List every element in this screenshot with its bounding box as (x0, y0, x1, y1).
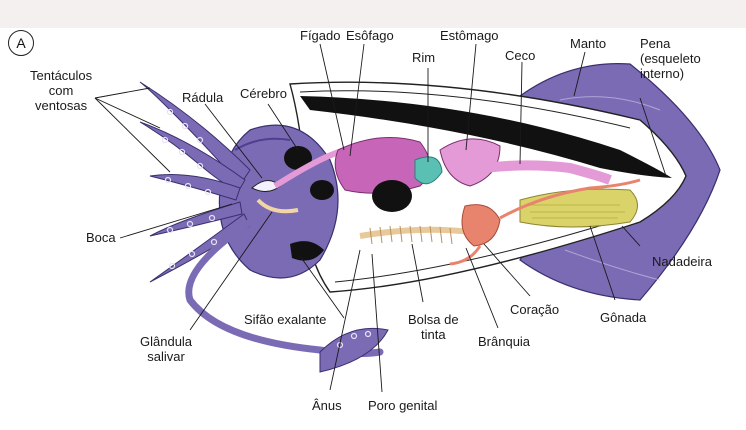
label-nadadeira: Nadadeira (652, 254, 712, 269)
label-manto: Manto (570, 36, 606, 51)
label-pena: Pena (esqueleto interno) (640, 36, 701, 81)
label-boca: Boca (86, 230, 116, 245)
ink-sac-shape (372, 180, 412, 212)
label-ceco: Ceco (505, 48, 535, 63)
label-esofago: Esôfago (346, 28, 394, 43)
label-poro: Poro genital (368, 398, 437, 413)
label-glandula: Glândula salivar (140, 334, 192, 364)
label-bolsa: Bolsa de tinta (408, 312, 459, 342)
label-branquia: Brânquia (478, 334, 530, 349)
label-tentaculos-text: Tentáculos com ventosas (30, 68, 92, 113)
label-coracao: Coração (510, 302, 559, 317)
label-tentaculos: Tentáculos com ventosas (30, 68, 92, 113)
brain-lower-ganglion (310, 180, 334, 200)
background-strip (0, 0, 746, 28)
label-rim: Rim (412, 50, 435, 65)
label-gonada: Gônada (600, 310, 646, 325)
label-estomago: Estômago (440, 28, 499, 43)
label-radula: Rádula (182, 90, 223, 105)
panel-letter: A (8, 30, 34, 56)
label-sifao: Sifão exalante (244, 312, 326, 327)
label-figado: Fígado (300, 28, 340, 43)
label-cerebro: Cérebro (240, 86, 287, 101)
label-anus: Ânus (312, 398, 342, 413)
